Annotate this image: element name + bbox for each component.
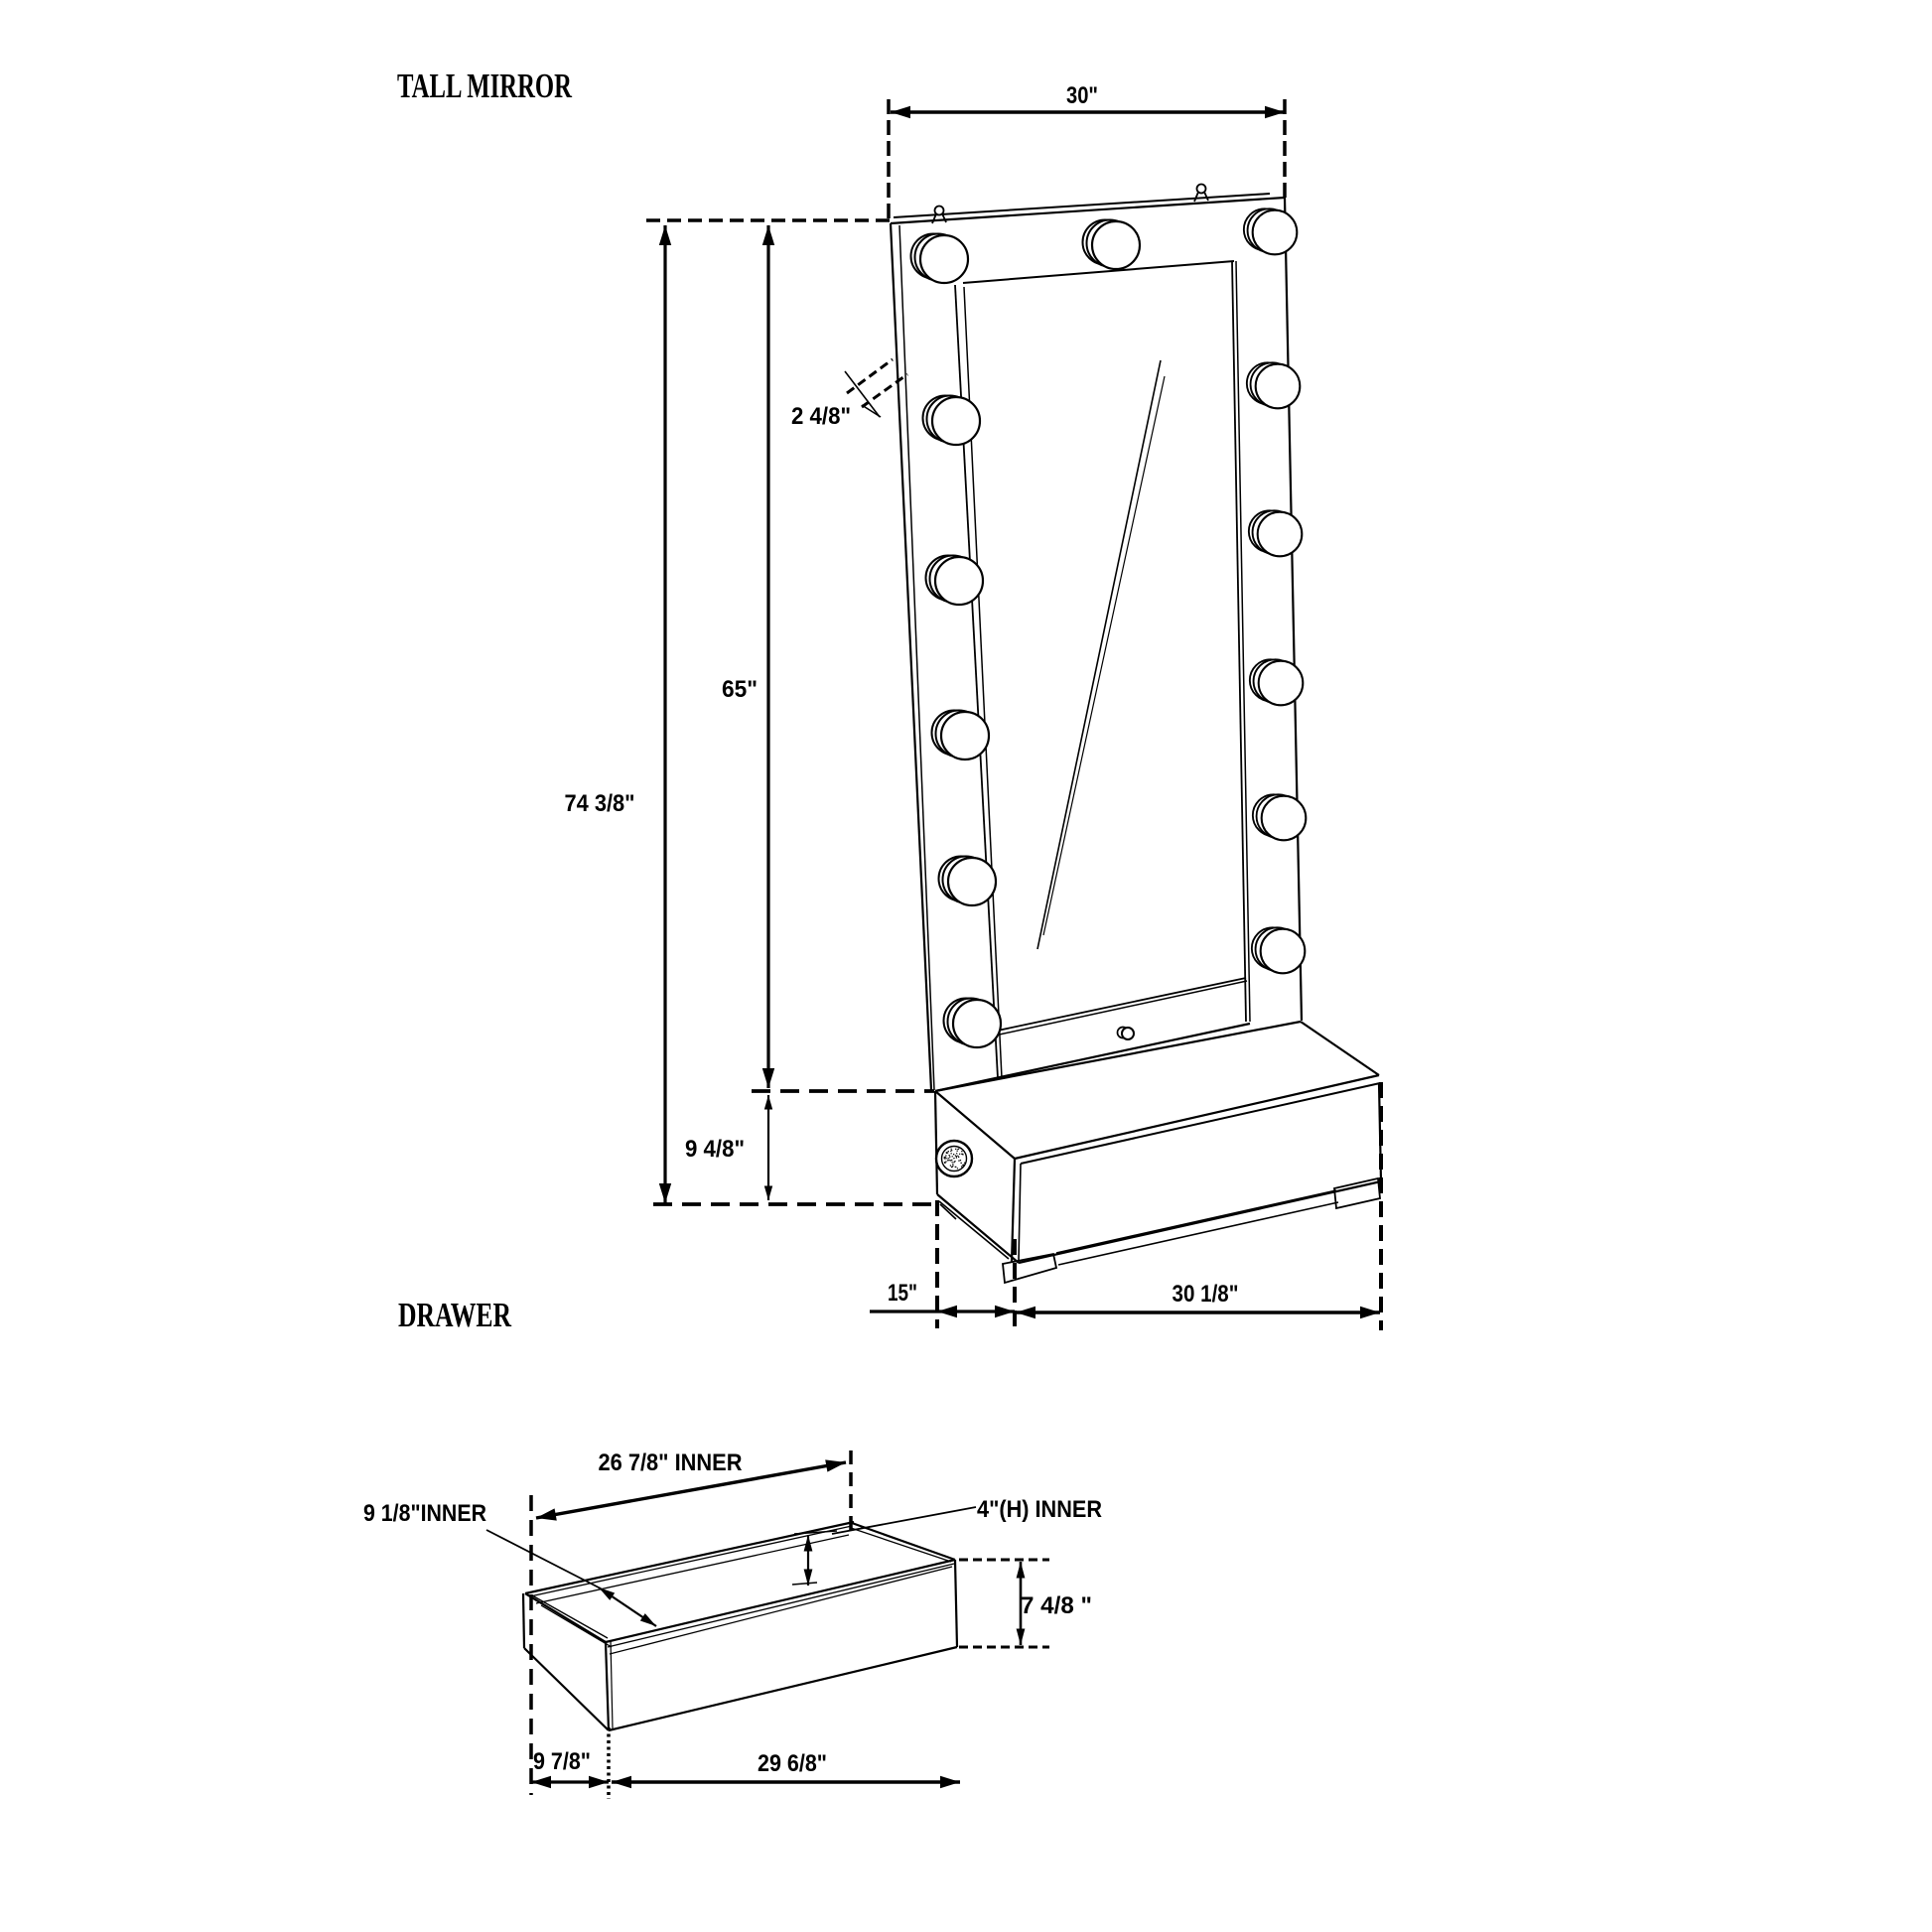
svg-text:30 1/8": 30 1/8" (1173, 1281, 1239, 1308)
svg-text:9 4/8": 9 4/8" (685, 1136, 745, 1163)
svg-text:26 7/8" INNER: 26 7/8" INNER (599, 1449, 743, 1476)
svg-text:DRAWER: DRAWER (398, 1296, 512, 1334)
svg-text:2 4/8": 2 4/8" (791, 403, 851, 430)
svg-text:65": 65" (722, 676, 758, 703)
svg-text:29 6/8": 29 6/8" (758, 1750, 827, 1777)
svg-text:30": 30" (1066, 82, 1098, 109)
svg-text:15": 15" (888, 1280, 917, 1307)
svg-text:9 1/8"INNER: 9 1/8"INNER (363, 1500, 486, 1527)
svg-text:9 7/8": 9 7/8" (533, 1748, 591, 1775)
svg-text:74 3/8": 74 3/8" (565, 790, 635, 817)
svg-text:7 4/8 ": 7 4/8 " (1021, 1592, 1092, 1619)
svg-text:4"(H) INNER: 4"(H) INNER (977, 1496, 1102, 1523)
svg-text:TALL MIRROR: TALL MIRROR (397, 67, 573, 105)
